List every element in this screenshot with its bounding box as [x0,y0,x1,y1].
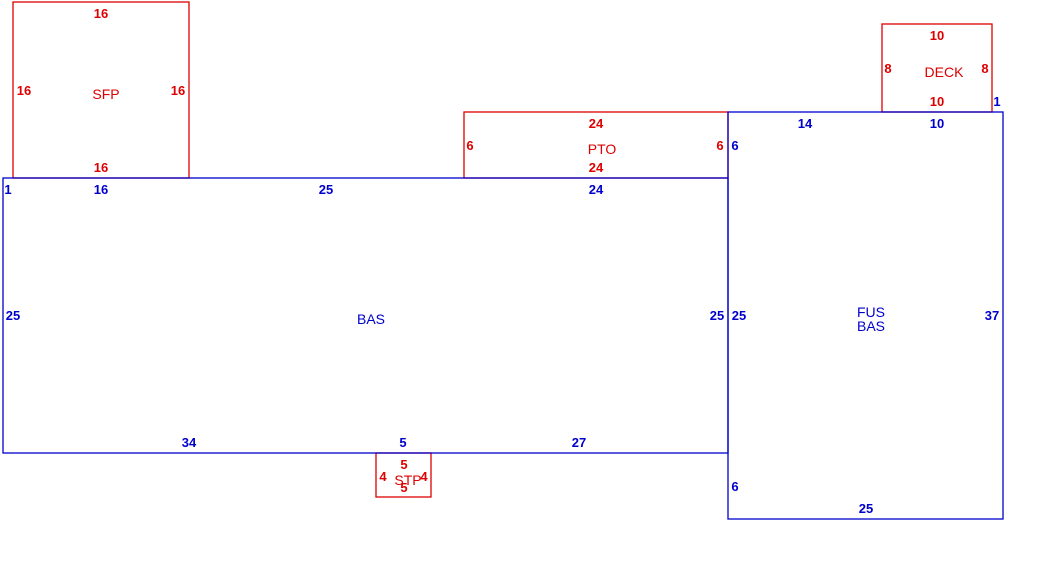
fus-bas-outline [727,111,1004,520]
bas-top-corner-dim: 1 [4,182,11,197]
sfp-bottom-dim: 16 [94,160,108,175]
bas-bottom-mid-dim: 5 [399,435,406,450]
pto-top-dim: 24 [589,116,604,131]
deck-label: DECK [925,64,965,80]
stp-bottom-dim: 5 [400,480,407,495]
sfp-area: 16 16 16 16 SFP [12,1,190,179]
fus-bas-right-dim: 37 [985,308,999,323]
fus-bas-left-dim: 25 [732,308,746,323]
fus-bas-left-bottom-dim: 6 [731,479,738,494]
bas-top-left-dim: 16 [94,182,108,197]
stp-area: 5 4 4 5 STP [375,452,432,498]
fus-bas-label-line1: FUS [857,304,885,320]
bas-top-mid-dim: 25 [319,182,333,197]
stp-left-dim: 4 [379,469,387,484]
fus-bas-left-top-dim: 6 [731,138,738,153]
pto-area: 24 6 6 24 PTO [463,111,729,179]
deck-left-dim: 8 [884,61,891,76]
deck-bottom-dim: 10 [930,94,944,109]
fus-bas-top-right-dim: 10 [930,116,944,131]
pto-left-dim: 6 [466,138,473,153]
pto-bottom-dim: 24 [589,160,604,175]
pto-right-dim: 6 [716,138,723,153]
deck-area: 10 8 8 10 DECK [881,23,993,113]
stp-label: STP [394,472,421,488]
deck-right-dim: 8 [981,61,988,76]
sfp-right-dim: 16 [171,83,185,98]
fus-bas-bottom-dim: 25 [859,501,873,516]
bas-bottom-left-dim: 34 [182,435,197,450]
bas-left-dim: 25 [6,308,20,323]
fus-bas-top-left-dim: 14 [798,116,813,131]
bas-label: BAS [357,311,385,327]
fus-bas-top-corner-dim: 1 [993,94,1000,109]
bas-area: 1 16 25 24 25 25 34 5 27 BAS [2,177,729,454]
fus-bas-label-line2: BAS [857,318,885,334]
stp-top-dim: 5 [400,457,407,472]
deck-top-dim: 10 [930,28,944,43]
bas-bottom-right-dim: 27 [572,435,586,450]
pto-label: PTO [588,141,617,157]
sfp-top-dim: 16 [94,6,108,21]
sfp-label: SFP [92,86,119,102]
bas-right-dim: 25 [710,308,724,323]
sfp-left-dim: 16 [17,83,31,98]
bas-top-right-dim: 24 [589,182,604,197]
fus-bas-area: 1 14 10 6 25 6 37 25 FUS BAS [727,94,1004,520]
stp-right-dim: 4 [420,469,428,484]
